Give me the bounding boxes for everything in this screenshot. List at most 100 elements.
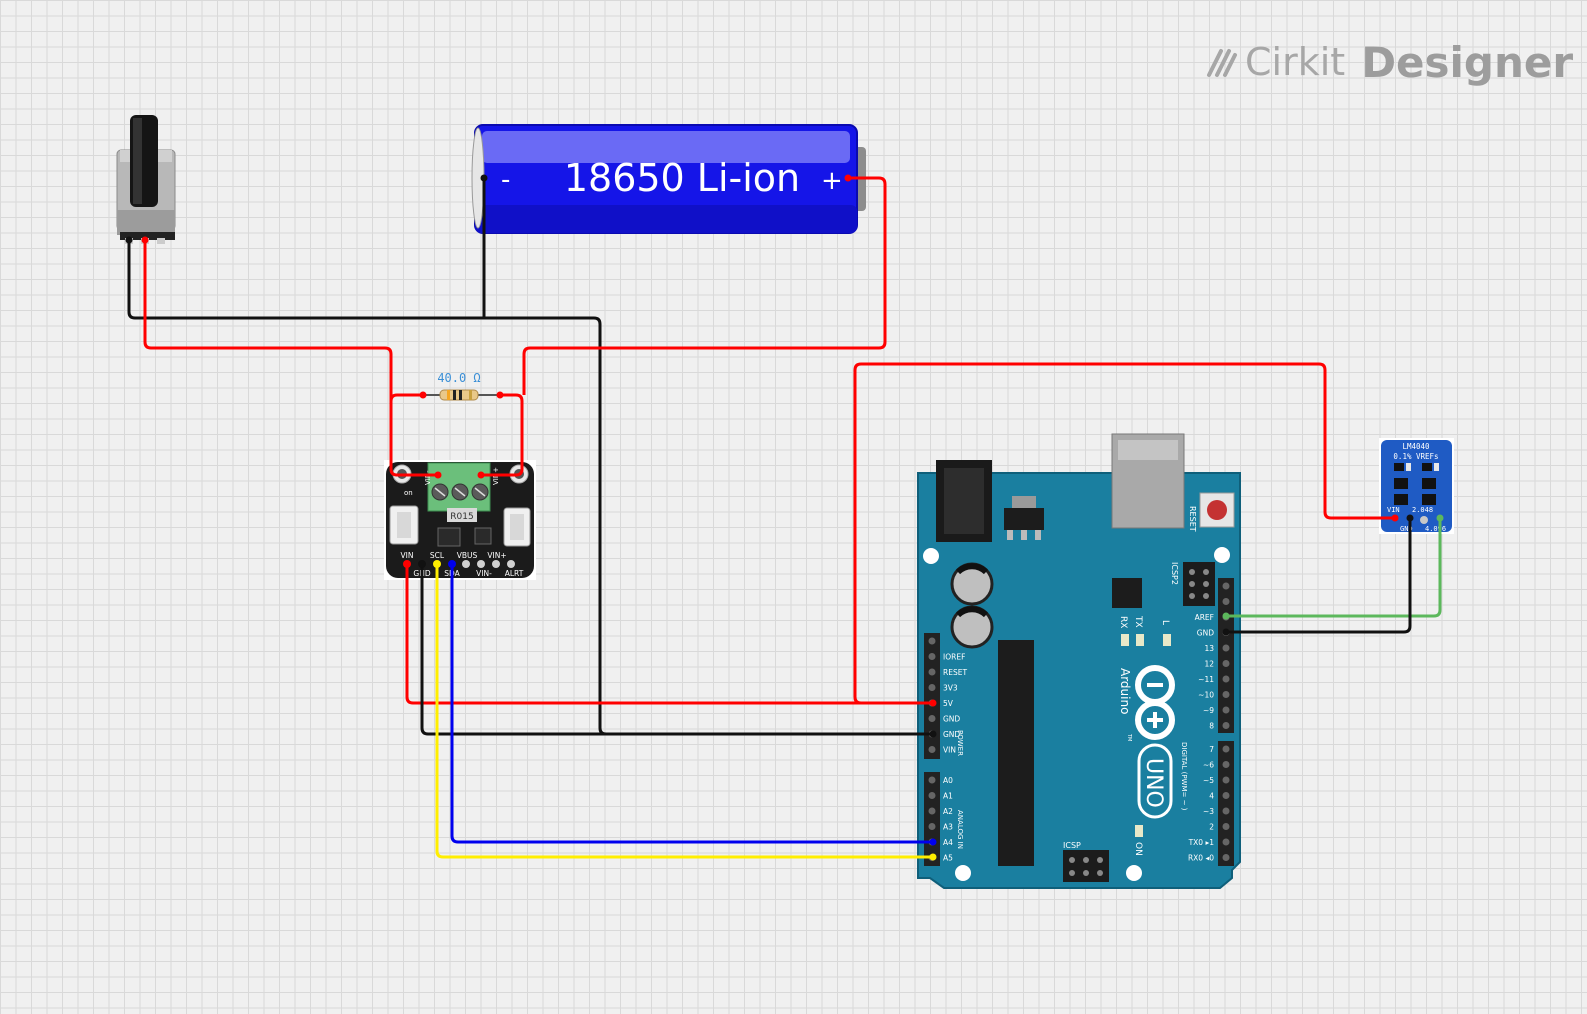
digital-pin-label-top-1: GND [1197, 629, 1214, 638]
digital-top-header-pin-8[interactable] [1222, 706, 1230, 714]
analog-pin-label-3: A3 [943, 823, 953, 832]
digital-top-header-pin-5[interactable] [1222, 660, 1230, 667]
wire-pot-gnd[interactable] [127, 240, 484, 320]
logo-text-designer: Designer [1361, 37, 1574, 87]
wire-pot-wiper[interactable] [143, 240, 438, 477]
analog-section-label: ANALOG IN [956, 810, 964, 849]
digital-top-header-pin-4[interactable] [1222, 644, 1230, 652]
tm-label: TM [1126, 733, 1132, 741]
digital-top-header-pin-7[interactable] [1222, 691, 1230, 698]
digital-bottom-header-pin-7[interactable] [1222, 854, 1230, 861]
ina-label-vin: VIN [401, 551, 414, 560]
digital-pin-label-bottom-0: 7 [1209, 745, 1214, 754]
wire-lm-gnd[interactable] [1226, 518, 1412, 634]
resistor-value: 40.0 Ω [437, 371, 480, 385]
analog-pin-label-2: A2 [943, 807, 953, 816]
analog-pin-label-4: A4 [943, 838, 953, 847]
power-header-pin-2[interactable] [928, 668, 936, 676]
ina-label-vinplus: VIN+ [487, 551, 506, 560]
digital-pin-label-bottom-7: RX0 ◂0 [1188, 854, 1214, 863]
lm-pin-label-4096: 4.096 [1425, 525, 1446, 533]
digital-top-header-pin-1[interactable] [1222, 598, 1230, 605]
analog-pin-label-1: A1 [943, 792, 953, 801]
digital-top-header-pin-0[interactable] [1222, 582, 1230, 590]
ina-label-scl: SCL [430, 551, 445, 560]
wire-scl-a5[interactable] [435, 564, 933, 859]
power-pin-label-3: 5V [943, 699, 954, 708]
battery-neg-label: - [501, 165, 510, 195]
digital-pin-label-bottom-3: 4 [1209, 792, 1214, 801]
power-header-pin-1[interactable] [928, 653, 936, 660]
analog-pin-label-5: A5 [943, 854, 953, 863]
digital-pin-label-top-0: AREF [1195, 613, 1214, 622]
digital-pin-label-top-7: 8 [1209, 722, 1214, 731]
digital-pin-label-top-6: ~9 [1203, 706, 1214, 715]
model-label: UNO [1141, 758, 1166, 808]
analog-pin-a1[interactable] [928, 792, 936, 799]
digital-bottom-header-pin-0[interactable] [1222, 745, 1230, 753]
analog-pin-a2[interactable] [928, 807, 936, 815]
wire-lm-aref[interactable] [1226, 518, 1442, 618]
digital-pin-label-bottom-6: TX0 ▸1 [1188, 838, 1215, 847]
wire-ina-vin-5v[interactable] [405, 564, 933, 705]
wire-resistor-right[interactable] [481, 393, 524, 477]
digital-bottom-header-pin-3[interactable] [1222, 792, 1230, 799]
logo-icon [1207, 49, 1237, 77]
icsp2-label: ICSP2 [1170, 562, 1179, 585]
battery-18650[interactable]: - 18650 Li-ion + [471, 124, 866, 234]
power-header-pin-5[interactable] [928, 715, 936, 722]
lm-pin-label-2048: 2.048 [1412, 506, 1433, 514]
brand-label: Arduino [1118, 668, 1132, 714]
power-section-label: POWER [956, 730, 964, 756]
l-label: L [1160, 620, 1170, 625]
wire-battery-pos[interactable] [522, 176, 887, 395]
digital-top-header-pin-9[interactable] [1222, 722, 1230, 729]
cirkit-designer-logo: Cirkit Designer [1205, 36, 1573, 88]
ina219-current-sensor[interactable]: R015 on VIN- VIN+ VIN SCL VBUS VIN+ GND … [384, 460, 536, 580]
ina-label-vinminus: VIN- [476, 569, 492, 578]
digital-bottom-header-pin-2[interactable] [1222, 776, 1230, 784]
reset-label: RESET [1188, 506, 1197, 532]
power-header-pin-7[interactable] [928, 746, 936, 753]
lm-pin-label-vin: VIN [1387, 506, 1400, 514]
resistor[interactable]: 40.0 Ω [423, 371, 500, 401]
ina-top-label-vinminus: VIN- [424, 470, 432, 485]
analog-pin-a3[interactable] [928, 823, 936, 830]
wire-resistor-left[interactable] [389, 393, 423, 469]
digital-pin-label-top-5: ~10 [1198, 691, 1214, 700]
power-pin-label-1: RESET [943, 668, 967, 677]
wire-lm-vin[interactable] [853, 362, 1395, 705]
pot-pin-3[interactable] [157, 238, 165, 244]
potentiometer[interactable] [116, 115, 176, 244]
ina-label-alrt: ALRT [505, 569, 524, 578]
arduino-infinity-logo [1135, 665, 1175, 740]
power-header-pin-0[interactable] [928, 637, 936, 645]
on-label: ON [1133, 842, 1143, 856]
digital-bottom-header-pin-1[interactable] [1222, 761, 1230, 768]
analog-pin-a0[interactable] [928, 776, 936, 784]
digital-pin-label-top-2: 13 [1204, 644, 1214, 653]
wire-sda-a4[interactable] [450, 564, 933, 844]
reset-button-cap[interactable] [1207, 500, 1227, 520]
lm-subtitle: 0.1% VREFs [1393, 452, 1438, 461]
digital-pin-label-bottom-2: ~5 [1203, 776, 1214, 785]
power-pin-label-6: VIN [943, 746, 956, 755]
arduino-uno[interactable]: RESET ICSP2 TX RX L ON [917, 433, 1241, 889]
wire-ina-gnd[interactable] [420, 564, 933, 736]
digital-bottom-header-pin-6[interactable] [1222, 838, 1230, 846]
digital-bottom-header-pin-4[interactable] [1222, 807, 1230, 815]
digital-pin-label-bottom-1: ~6 [1203, 761, 1214, 770]
ina-label-vbus: VBUS [457, 551, 478, 560]
uno-model-badge: UNO [1137, 743, 1173, 819]
power-pin-label-5: GND [943, 730, 960, 739]
digital-pin-label-bottom-4: ~3 [1203, 807, 1214, 816]
digital-bottom-header-pin-5[interactable] [1222, 823, 1230, 830]
power-header-pin-3[interactable] [928, 684, 936, 691]
digital-top-header-pin-6[interactable] [1222, 675, 1230, 683]
digital-pin-label-top-3: 12 [1204, 660, 1214, 669]
battery-pos-label: + [821, 166, 843, 196]
power-pin-label-4: GND [943, 715, 960, 724]
ina-on-label: on [404, 489, 413, 497]
logo-text-cirkit: Cirkit [1245, 40, 1346, 84]
